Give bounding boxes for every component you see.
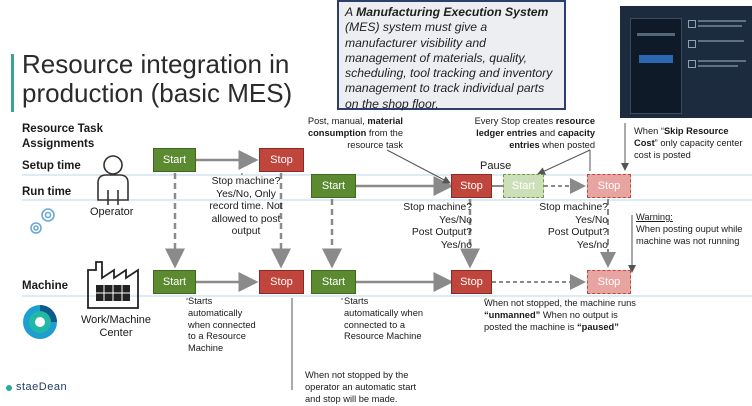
brand-logo-text: staeDean <box>16 381 68 393</box>
starts-auto-note-1: Starts automatically when connected to a… <box>188 296 256 354</box>
skip-cost-c: ” only capacity center cost is posted <box>634 137 743 160</box>
stop-question-run-line4: Yes/no <box>440 239 472 251</box>
post-manual-b: material consumption <box>307 116 403 138</box>
page-title: Resource integration in production (basi… <box>22 49 293 108</box>
every-stop-note: Every Stop creates resource ledger entri… <box>460 116 595 151</box>
stop-question-pause-line3: Post Output? <box>547 227 608 238</box>
mes-term: Manufacturing Execution System <box>356 5 549 19</box>
gears-icon <box>30 208 55 234</box>
unmanned-d: “paused” <box>577 321 619 332</box>
title-accent-bar <box>11 54 14 112</box>
auto-start-stop-note: When not stopped by the operator an auto… <box>305 370 417 404</box>
text-line <box>698 40 744 42</box>
login-button-image <box>639 55 673 63</box>
every-stop-d: capacity entries <box>509 127 595 150</box>
machine-stop-box-1: Stop <box>259 270 304 294</box>
post-manual-note: Post, manual, material consumption from … <box>303 116 403 151</box>
every-stop-c: and <box>537 127 558 138</box>
row-label-run: Run time <box>22 186 72 198</box>
every-stop-b: resource ledger entries <box>476 116 595 138</box>
callout-every-stop-a <box>537 149 591 175</box>
row-label-machine: Machine <box>22 280 69 292</box>
text-line <box>698 60 746 62</box>
pause-start-box: Start <box>503 174 544 198</box>
stop-question-pause-line1: Stop machine? <box>539 202 608 213</box>
starts-auto-note-2: Starts automatically when connected to a… <box>344 296 424 342</box>
unmanned-b: “unmanned” <box>484 309 541 320</box>
mes-description: (MES) system must give a manufacturer vi… <box>345 20 553 111</box>
text-line <box>698 20 746 22</box>
warning-text: When posting ouput while machine was not… <box>636 223 743 246</box>
phone-line <box>637 33 675 36</box>
post-manual-c: from the resource task <box>347 127 403 150</box>
unmanned-a: When not stopped, the machine runs <box>484 298 636 308</box>
text-line <box>698 65 738 67</box>
stop-question-run-line3: Post Output? <box>411 227 472 238</box>
row-label-setup: Setup time <box>22 160 81 172</box>
stop-question-pause: Stop machine? Yes/No Post Output? Yes/no <box>530 202 608 252</box>
mes-pre: A <box>345 5 357 19</box>
warning-note: Warning: When posting ouput while machin… <box>636 212 746 247</box>
actor-operator: Operator <box>90 206 134 218</box>
checkbox-icon <box>688 20 696 28</box>
post-manual-a: Post, manual, <box>307 116 368 126</box>
machine-start-box-1: Start <box>153 270 196 294</box>
operator-person-icon <box>97 155 129 205</box>
unmanned-c: When no output is posted the machine is <box>484 309 618 332</box>
staedean-logo-icon <box>6 385 12 391</box>
warning-title: Warning: <box>636 212 673 222</box>
setup-start-box: Start <box>153 148 196 172</box>
stop-question-run-line1: Stop machine? <box>403 202 472 213</box>
unmanned-note: When not stopped, the machine runs “unma… <box>484 298 642 333</box>
stop-question-run-line2: Yes/No <box>439 214 472 226</box>
mes-definition-box: A Manufacturing Execution System (MES) s… <box>337 0 566 111</box>
stop-question-setup: Stop machine? Yes/No, Only record time. … <box>209 176 283 237</box>
stop-question-run: Stop machine? Yes/No Post Output? Yes/no <box>394 202 472 252</box>
skip-cost-note: When “Skip Resource Cost” only capacity … <box>634 126 750 161</box>
business-central-logo-icon <box>23 305 57 339</box>
run-stop-box: Stop <box>451 174 492 198</box>
factory-icon <box>87 261 139 309</box>
machine-stop-box-2: Stop <box>451 270 492 294</box>
skip-cost-b: Skip Resource Cost <box>634 126 729 148</box>
phone-image <box>630 18 682 114</box>
app-screenshot-thumbnail <box>620 6 752 118</box>
machine-faded-stop-box: Stop <box>587 270 631 294</box>
run-start-box: Start <box>311 174 356 198</box>
every-stop-a: Every Stop creates <box>474 116 556 126</box>
actor-work-center: Work/Machine Center <box>80 314 152 339</box>
pause-label: Pause <box>480 160 512 172</box>
checkbox-icon <box>688 60 696 68</box>
stop-question-pause-line4: Yes/no <box>576 239 608 251</box>
callout-post-manual <box>386 149 451 184</box>
stop-question-pause-line2: Yes/No <box>575 214 608 226</box>
setup-stop-box: Stop <box>259 148 304 172</box>
every-stop-e: when posted <box>539 139 595 150</box>
row-label-assignments: Resource Task Assignments <box>22 123 103 150</box>
faded-stop-box: Stop <box>587 174 631 198</box>
checkbox-icon <box>688 40 696 48</box>
machine-start-box-2: Start <box>311 270 356 294</box>
text-line <box>698 25 742 27</box>
skip-cost-a: When “ <box>634 126 664 136</box>
